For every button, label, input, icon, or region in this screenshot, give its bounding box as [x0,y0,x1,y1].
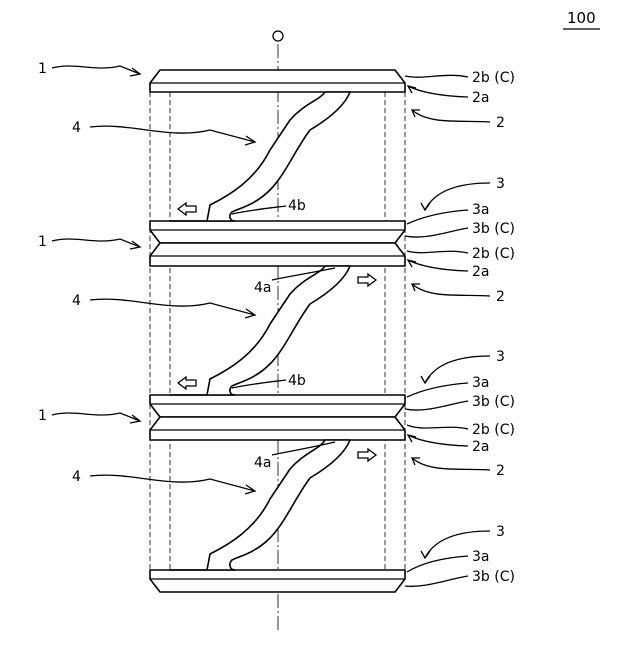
leader-3b-c [405,576,468,586]
label-3-a: 3 [496,176,505,192]
leader-2-b [412,284,490,296]
plate-2-middle [150,243,405,266]
leader-3a-a [407,210,468,224]
label-4-c: 4 [72,469,81,485]
leader-4-a [90,126,255,142]
label-2b-c: 2b (C) [472,422,515,438]
plate-3-middle [150,395,405,417]
unit-2 [150,243,405,417]
label-4b-b: 4b [288,373,306,389]
leader-2a-a [408,86,468,97]
label-4b-a: 4b [288,198,306,214]
channel-4-top [170,92,350,221]
leader-1-c [52,413,140,421]
plate-2-bottom [150,417,405,440]
leader-4-c [90,475,255,491]
leader-2b-a [405,75,468,77]
label-3b-b: 3b (C) [472,394,515,410]
label-3-c: 3 [496,524,505,540]
leader-1-b [52,239,140,247]
label-1-c: 1 [38,408,47,424]
label-2b-b: 2b (C) [472,246,515,262]
leader-3b-b [405,401,468,410]
label-1-b: 1 [38,234,47,250]
plate-2-top [150,70,405,92]
label-3-b: 3 [496,349,505,365]
leader-3a-c [407,556,468,572]
label-2a-a: 2a [472,90,490,106]
arrowhead-3-c [421,551,430,558]
leader-2b-c [407,425,468,429]
figure-number: 100 [567,9,596,27]
flow-arrow-right-1 [358,274,376,286]
axis-o-marker [273,31,283,41]
label-2a-c: 2a [472,439,490,455]
label-4-b: 4 [72,293,81,309]
leader-3a-b [407,383,468,397]
label-4a-b: 4a [254,455,272,471]
leader-1-a [52,66,140,74]
label-3a-c: 3a [472,549,490,565]
leader-2-c [412,458,490,470]
label-2-a: 2 [496,115,505,131]
arrowhead-3-b [421,376,430,383]
leader-4-b [90,299,255,315]
label-3b-a: 3b (C) [472,221,515,237]
flow-arrow-left-1 [178,203,196,215]
flow-arrow-right-2 [358,449,376,461]
label-3a-b: 3a [472,375,490,391]
unit-3 [150,417,405,592]
label-3b-c: 3b (C) [472,569,515,585]
label-2a-b: 2a [472,264,490,280]
leader-2b-b [407,251,468,253]
label-4-a: 4 [72,120,81,136]
leader-2a-b [408,260,468,271]
leader-3b-a [405,228,468,237]
arrowhead-3-a [421,203,430,210]
unit-1 [150,70,405,243]
leader-2-a [412,110,490,122]
label-2-c: 2 [496,463,505,479]
leader-2a-c [408,435,468,446]
plate-3-bottom [150,570,405,592]
label-4a-a: 4a [254,280,272,296]
label-1-a: 1 [38,61,47,77]
label-2b-a: 2b (C) [472,70,515,86]
label-2-b: 2 [496,289,505,305]
flow-arrow-left-2 [178,377,196,389]
label-3a-a: 3a [472,202,490,218]
plate-3-top [150,221,405,243]
